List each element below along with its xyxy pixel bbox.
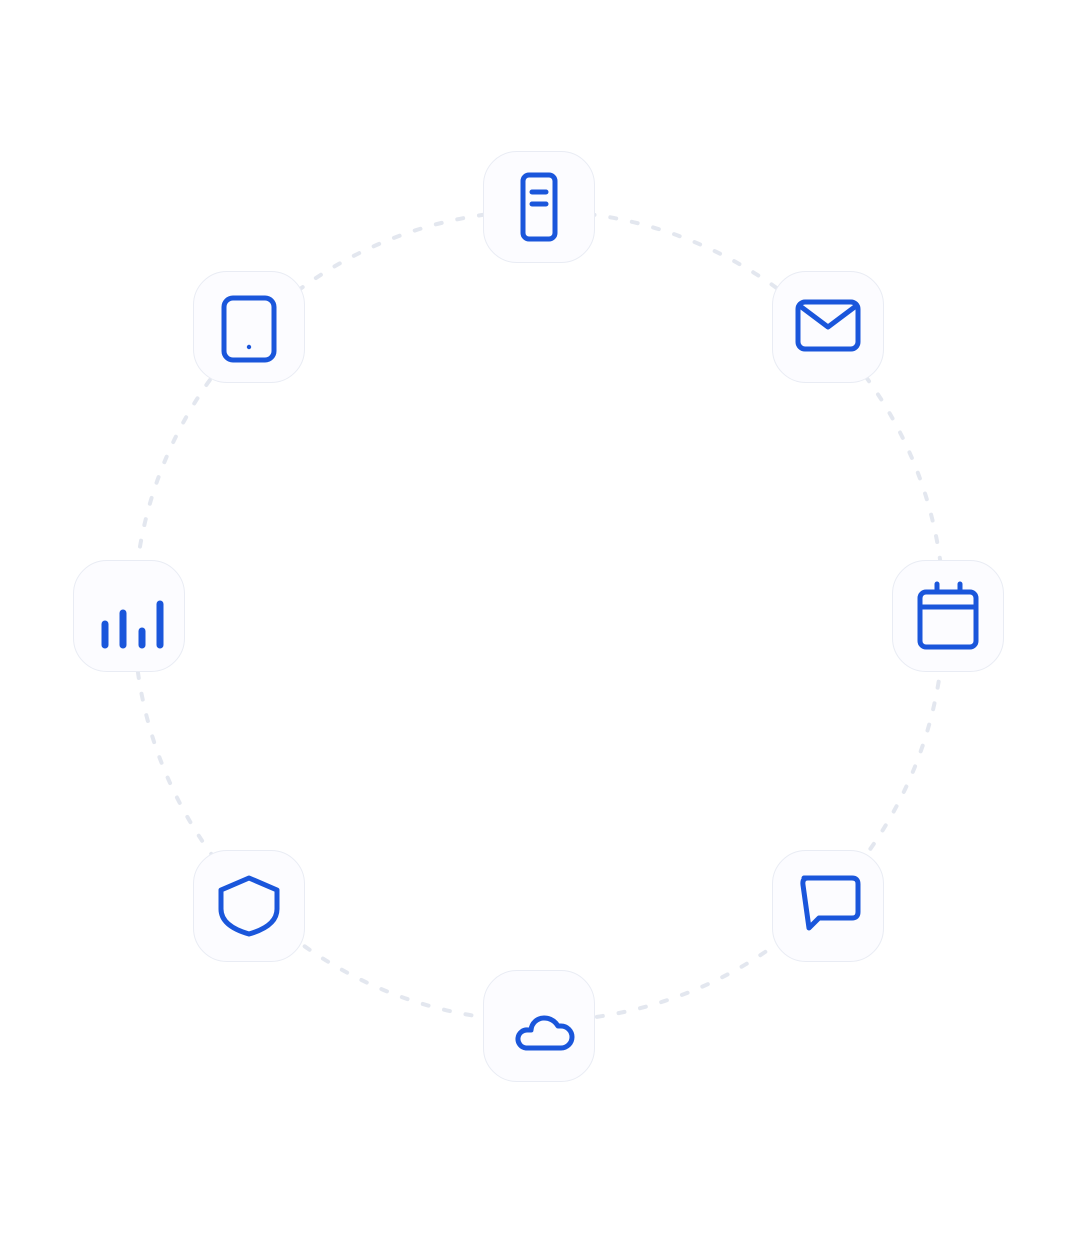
cloud-icon [515, 1015, 575, 1051]
chat-icon [800, 875, 861, 931]
mail-icon [795, 299, 861, 352]
calendar-icon [917, 581, 979, 650]
mail-tile[interactable] [772, 271, 884, 383]
document-icon [520, 172, 558, 242]
shield-icon [218, 875, 280, 937]
shield-tile[interactable] [193, 850, 305, 962]
phone-tile[interactable] [193, 271, 305, 383]
bar-chart-tile[interactable] [73, 560, 185, 672]
calendar-tile[interactable] [892, 560, 1004, 672]
chat-tile[interactable] [772, 850, 884, 962]
phone-icon [221, 295, 277, 363]
cloud-tile[interactable] [483, 970, 595, 1082]
document-tile[interactable] [483, 151, 595, 263]
bar-chart-icon [101, 600, 164, 649]
